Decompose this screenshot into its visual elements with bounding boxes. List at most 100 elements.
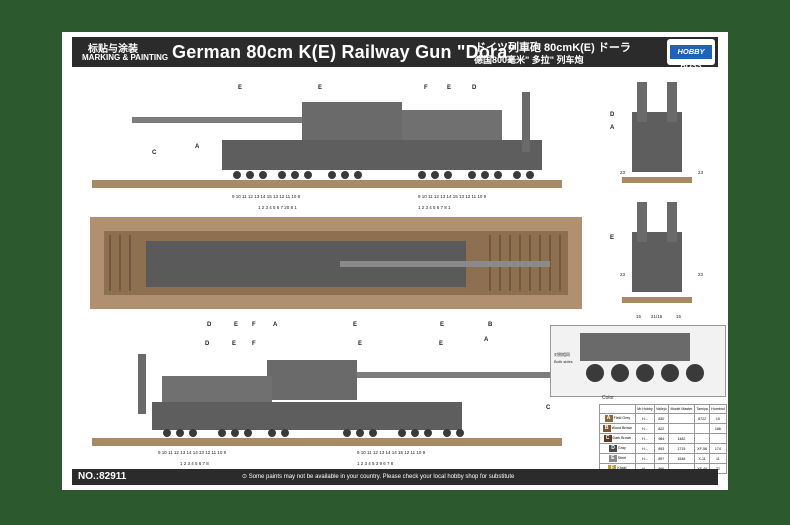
front-num-2: 23 — [698, 170, 704, 175]
cell: 186 — [708, 423, 728, 434]
swatch-b: B — [602, 425, 611, 432]
side-view-top — [92, 92, 562, 188]
product-number: NO.:82911 — [78, 471, 127, 482]
table-row: E Steel H... 897 1548 X-11 11 — [599, 453, 728, 464]
bottom-label-e2: E — [358, 341, 363, 347]
plan-label-a: A — [273, 322, 278, 328]
label-c: C — [152, 150, 157, 156]
cell — [667, 413, 696, 424]
color-name: Dark Brown — [612, 436, 632, 440]
label-d: D — [472, 85, 477, 91]
cell: 174 — [708, 443, 728, 454]
marking-en: MARKING & PAINTING — [82, 53, 169, 62]
label-f: F — [424, 85, 428, 91]
title-cn: 德国800毫米" 多拉" 列车炮 — [474, 55, 584, 65]
bogie-inset — [550, 325, 726, 397]
cell — [694, 423, 710, 434]
cell: H... — [634, 433, 656, 444]
cell: 830 — [654, 413, 669, 424]
front-view — [622, 82, 692, 183]
cell: 8722 — [694, 413, 710, 424]
plan-label-e1: E — [234, 322, 239, 328]
table-row: D Gray H... 893 1715 XF-56 174 — [599, 443, 728, 454]
rear-num-4: 21/15 — [651, 314, 663, 319]
paint-note: ⊙ Some paints may not be available in yo… — [242, 474, 515, 480]
rear-num-3: 15 — [636, 314, 642, 319]
superstructure — [402, 110, 502, 142]
ground-strip — [92, 180, 562, 188]
footer-bar: NO.:82911 ⊙ Some paints may not be avail… — [72, 469, 718, 485]
numbers-top-row1-right: 9 10 11 12 13 14 15 13 12 11 10 9 — [418, 194, 487, 199]
front-num-1: 23 — [620, 170, 626, 175]
rear-num-2: 23 — [698, 272, 704, 277]
label-a: A — [195, 144, 200, 150]
table-row: A Field Grey H... 830 8722 15 — [599, 413, 728, 424]
marking-cn: 标贴与涂装 — [88, 44, 138, 55]
cell: 1715 — [667, 443, 696, 454]
cell: H... — [634, 413, 656, 424]
cell: 1482 — [667, 433, 696, 444]
label-e1: E — [238, 85, 243, 91]
header-bar: 标贴与涂装 MARKING & PAINTING German 80cm K(E… — [72, 37, 718, 70]
wheel-sets — [233, 171, 534, 179]
side-view-bottom — [92, 354, 562, 446]
cell: 15 — [708, 413, 728, 424]
front-label-d: D — [610, 112, 615, 118]
cell: 1548 — [667, 453, 696, 464]
color-name: Field Grey — [613, 416, 631, 420]
rear-num-5: 15 — [676, 314, 682, 319]
cell: XF-56 — [694, 443, 710, 454]
cell: X-11 — [694, 453, 710, 464]
numbers-bottom-row1-left: 9 10 11 12 13 14 14 13 12 11 10 9 — [158, 450, 227, 455]
cell: 893 — [654, 443, 669, 454]
crane-mast-bottom — [138, 354, 146, 414]
plan-label-b: B — [488, 322, 493, 328]
header-vallejo: Vallejo — [654, 404, 669, 414]
gun-barrel — [132, 117, 352, 123]
color-name: Wood Brown — [611, 426, 633, 430]
inset-label-en: Both sides — [554, 359, 573, 364]
bottom-label-e1: E — [232, 341, 237, 347]
table-row: B Wood Brown H... 822 186 — [599, 423, 728, 434]
rear-num-1: 23 — [620, 272, 626, 277]
cell: H... — [634, 443, 656, 454]
plan-label-f: F — [252, 322, 256, 328]
carriage-body — [222, 140, 542, 170]
bottom-label-c: C — [546, 405, 551, 411]
numbers-bottom-row2-left: 1 2 3 4 5 6 7 8 — [180, 461, 209, 466]
swatch-d: D — [609, 445, 617, 452]
title-jp: ドイツ列車砲 80cmK(E) ドーラ — [475, 42, 631, 54]
cell — [708, 433, 728, 444]
color-name: Steel — [617, 456, 626, 460]
bottom-label-a: A — [484, 337, 489, 343]
plan-label-e3: E — [440, 322, 445, 328]
color-name: Khaki — [617, 466, 627, 470]
front-label-a: A — [610, 125, 615, 131]
plan-barrel — [340, 261, 550, 267]
header-mr-hobby: Mr.Hobby — [634, 404, 656, 414]
crane-mast — [522, 92, 530, 152]
label-e2: E — [318, 85, 323, 91]
plan-view — [90, 217, 582, 309]
gun-mount — [302, 102, 402, 142]
color-table-title: Color — [602, 395, 614, 401]
swatch-f: F — [608, 465, 617, 472]
numbers-bottom-row2-right: 1 2 3 4 5 3 9 6 7 8 — [357, 461, 394, 466]
color-table-header: Mr.Hobby Vallejo Model Master Tamiya Hum… — [599, 404, 728, 414]
cell: H... — [634, 453, 656, 464]
cell: 897 — [654, 453, 669, 464]
wheel-sets-bottom — [163, 429, 464, 437]
cell — [694, 433, 710, 444]
bottom-label-f: F — [252, 341, 256, 347]
gun-mount-bottom — [267, 360, 357, 400]
numbers-top-row1-left: 9 10 11 12 13 14 15 13 12 11 10 9 — [232, 194, 301, 199]
swatch-a: A — [604, 415, 613, 422]
cell: H... — [634, 423, 656, 434]
header-swatch — [599, 404, 636, 414]
header-tamiya: Tamiya — [694, 404, 710, 414]
plan-label-e2: E — [353, 322, 358, 328]
inset-label-cn: 对侧相同 — [554, 352, 570, 357]
color-table: Mr.Hobby Vallejo Model Master Tamiya Hum… — [599, 404, 728, 474]
ground-strip-bottom — [92, 438, 562, 446]
header-model-master: Model Master — [667, 404, 696, 414]
